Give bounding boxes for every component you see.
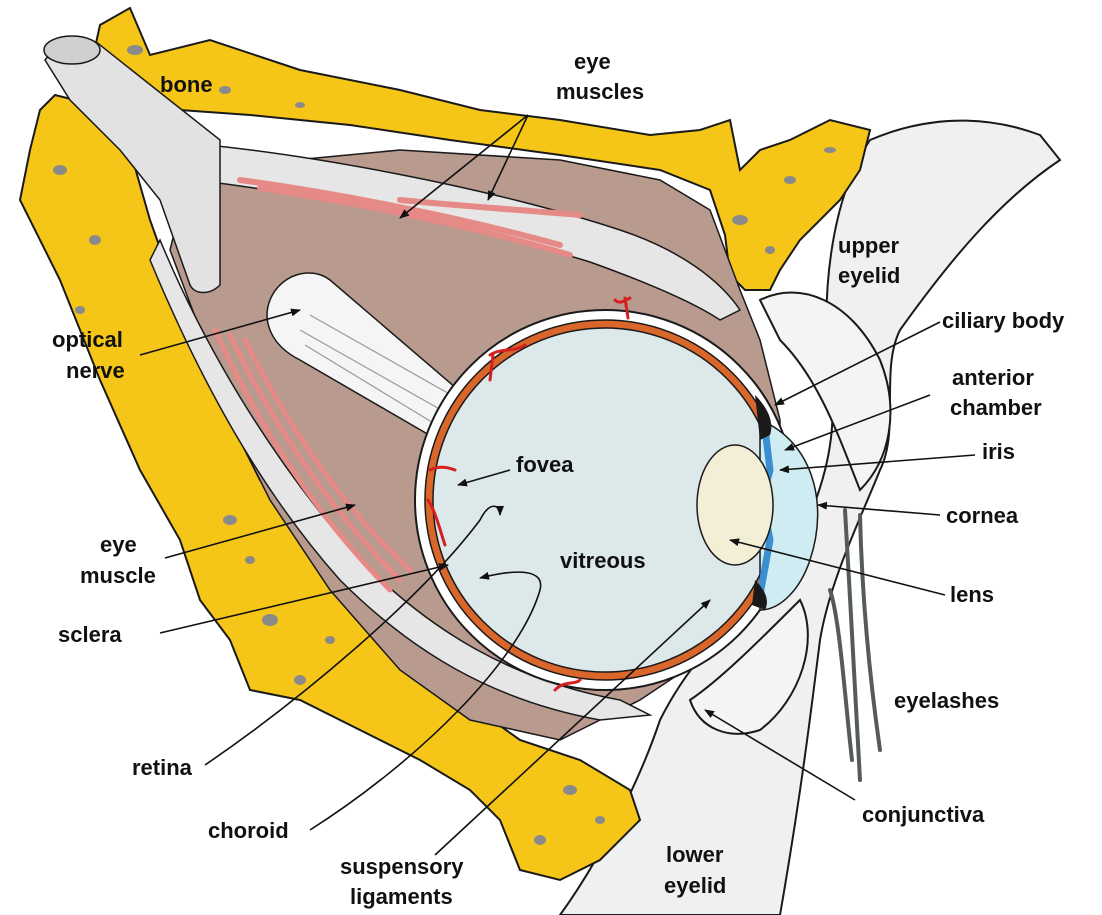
label-eye-muscles-line1: eye bbox=[574, 49, 611, 74]
label-optical-nerve-line1: optical bbox=[52, 327, 123, 352]
label-iris: iris bbox=[982, 439, 1015, 464]
label-eye-muscle-line1: eye bbox=[100, 532, 137, 557]
label-bone: bone bbox=[160, 72, 213, 97]
label-optical-nerve-line2: nerve bbox=[66, 358, 125, 383]
label-anterior-chamber-line2: chamber bbox=[950, 395, 1042, 420]
label-retina: retina bbox=[132, 755, 193, 780]
lens bbox=[697, 445, 773, 565]
label-fovea: fovea bbox=[516, 452, 574, 477]
label-conjunctiva: conjunctiva bbox=[862, 802, 985, 827]
label-upper-eyelid-line2: eyelid bbox=[838, 263, 900, 288]
label-ciliary-body: ciliary body bbox=[942, 308, 1065, 333]
label-sclera: sclera bbox=[58, 622, 122, 647]
label-lens: lens bbox=[950, 582, 994, 607]
label-lower-eyelid-line2: eyelid bbox=[664, 873, 726, 898]
label-suspensory-ligaments-line2: ligaments bbox=[350, 884, 453, 909]
label-lower-eyelid-line1: lower bbox=[666, 842, 724, 867]
label-eye-muscles-line2: muscles bbox=[556, 79, 644, 104]
label-vitreous: vitreous bbox=[560, 548, 646, 573]
label-eyelashes: eyelashes bbox=[894, 688, 999, 713]
label-anterior-chamber-line1: anterior bbox=[952, 365, 1034, 390]
label-suspensory-ligaments-line1: suspensory bbox=[340, 854, 464, 879]
nerve-tube-end bbox=[44, 36, 100, 64]
label-choroid: choroid bbox=[208, 818, 289, 843]
label-cornea: cornea bbox=[946, 503, 1019, 528]
label-upper-eyelid-line1: upper bbox=[838, 233, 900, 258]
label-eye-muscle-line2: muscle bbox=[80, 563, 156, 588]
